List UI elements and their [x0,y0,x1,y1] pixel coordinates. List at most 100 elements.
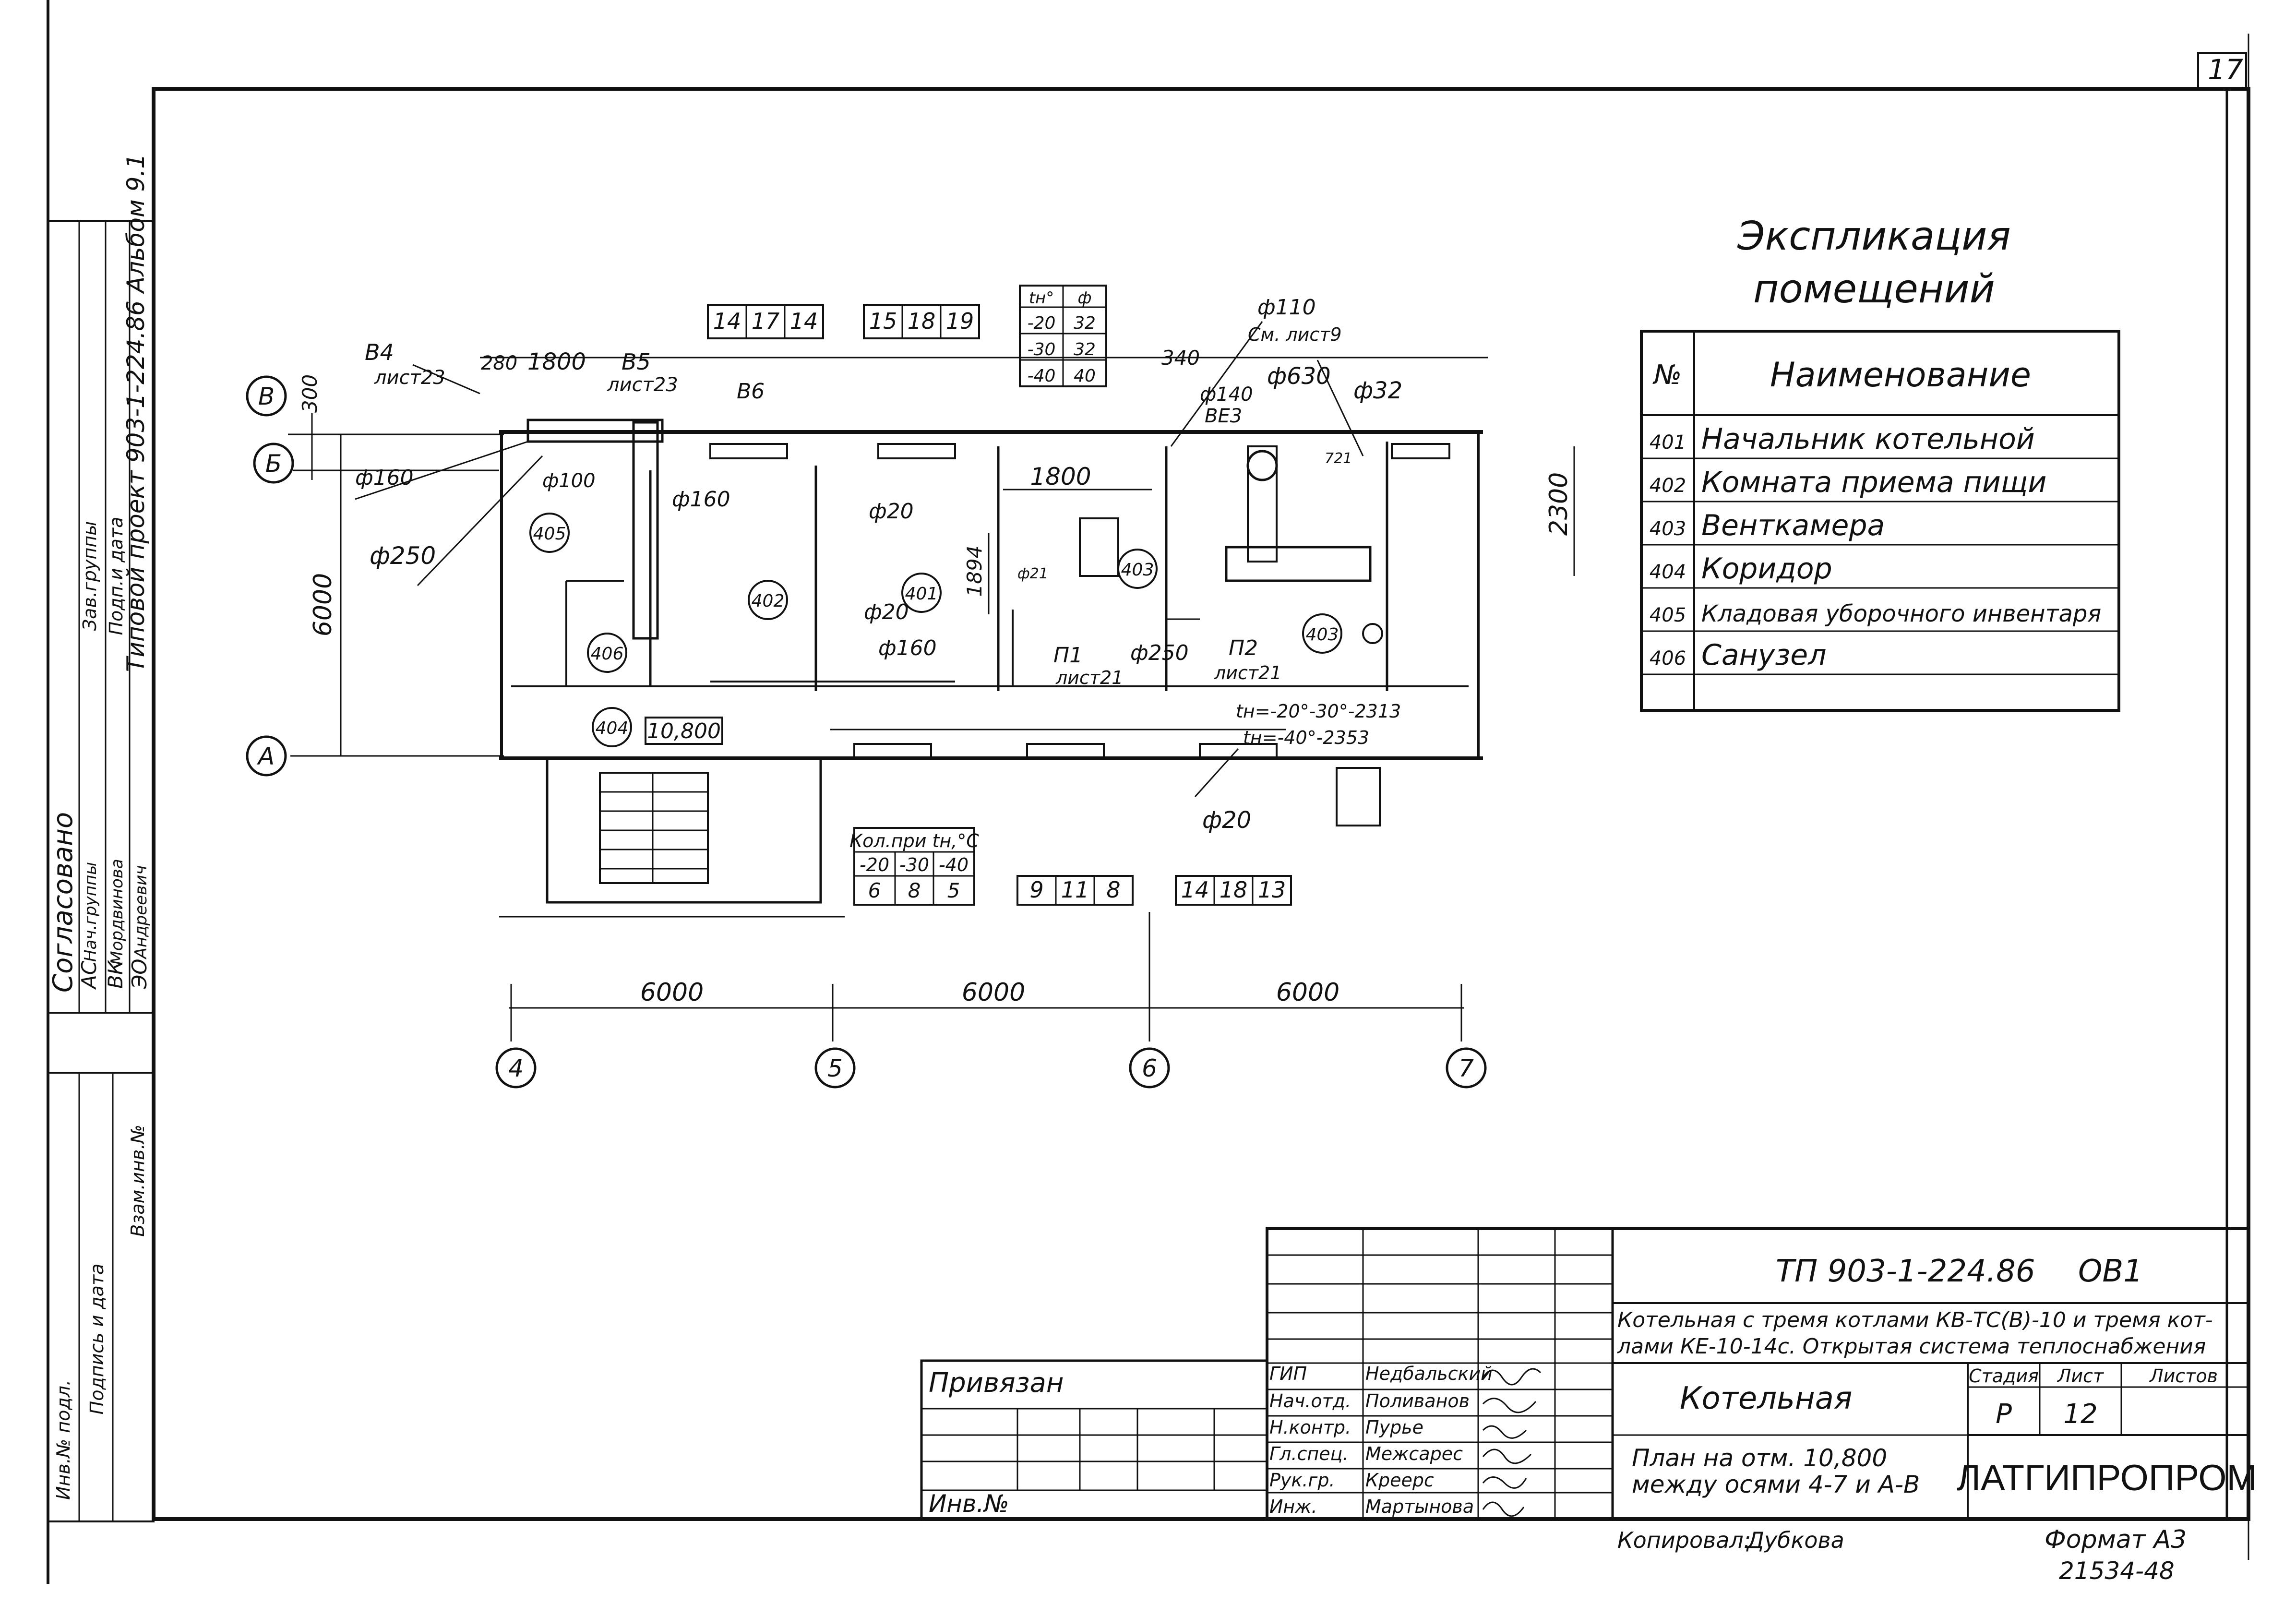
room-tag: 404 [596,718,629,738]
room-tag: 405 [533,524,566,544]
person-name: Межсарес [1365,1443,1463,1464]
kol-table-head: Кол.при tн,°С [849,830,979,851]
axis-label-row: А [257,742,275,770]
kol-table-temp: -20 [860,854,889,875]
explication-row-name: Комната приема пищи [1701,466,2046,499]
pipe-label-temp-2: tн=-40°-2353 [1243,727,1369,748]
sheets-label: Листов [2149,1365,2218,1387]
dimension-inner: 1894 [963,546,986,597]
agreed-row-1: АС [77,960,101,990]
count-stamp-cell: 14 [1181,877,1209,903]
explication-row-no: 406 [1650,647,1686,670]
signatures [1482,1368,1542,1517]
dimension-left: 6000 [309,573,337,636]
album-note: Типовой проект 903-1-224.86 Альбом 9.1 [122,154,150,672]
dimension-top: 1800 [527,348,586,375]
pipe-label-d250: ф250 [370,542,436,570]
pipe-label-b4: В4 [365,339,394,365]
pipe-label-d20: ф20 [864,600,909,624]
count-stamp-cell: 17 [752,308,780,334]
project-code: ТП 903-1-224.86 [1776,1254,2035,1289]
kol-table-value: 8 [908,879,921,902]
inv-label: Инв.№ [929,1490,1009,1518]
sheet-number: 12 [2063,1399,2097,1430]
pipe-label-d140: ф140 [1200,383,1253,406]
axis-label-col: 7 [1459,1054,1474,1082]
explication-col-no: № [1652,359,1682,391]
person-role: ГИП [1269,1363,1307,1384]
pipe-label-d110: ф110 [1257,295,1316,320]
agreed-row-3: ЭО [128,959,151,989]
kol-table [853,827,975,906]
dimension-inner: 1800 [1030,463,1091,491]
pipe-label-temp-1: tн=-20°-30°-2313 [1236,701,1401,722]
room-tag: 403 [1306,625,1339,645]
explication-row-no: 404 [1650,561,1686,583]
explication-row-no: 405 [1650,604,1686,626]
copied-label: Копировал: [1617,1527,1751,1553]
person-name: Недбальский [1365,1363,1493,1384]
pipe-label-b4-sheet: лист23 [374,367,445,389]
agreed-row-2: ВК [104,959,127,989]
temp-table-head: ф [1077,288,1091,308]
kol-table-temp: -30 [899,854,929,875]
stage-value: Р [1996,1399,2012,1430]
person-role: Инж. [1269,1496,1317,1517]
org-name: ЛАТГИПРОПРОМ [1957,1458,2257,1498]
pipe-label-b5: В5 [622,349,651,375]
count-stamp-cell: 18 [1220,877,1248,903]
pipe-label-ve3: ВЕ3 [1205,405,1242,427]
pipe-label-p2-sheet: лист21 [1214,662,1281,683]
agreed-role-3: Андреевич [132,865,151,960]
dimension-top: 340 [1161,346,1200,370]
agreed-title: Согласовано [48,812,79,993]
person-role: Н.контр. [1269,1417,1351,1438]
object-name: Котельная [1680,1381,1852,1416]
kol-table-value: 5 [947,879,960,902]
kol-table-temp: -40 [939,854,969,875]
project-description-1: Котельная с тремя котлами КВ-ТС(В)-10 и … [1617,1308,2213,1332]
kol-table-value: 6 [868,879,881,902]
person-name: Поливанов [1365,1390,1470,1412]
pipe-label-d630: ф630 [1267,363,1331,390]
format-label: Формат А3 [2045,1525,2187,1554]
temp-table-cell: -30 [1028,340,1056,359]
pipe-label-p1-sheet: лист21 [1055,667,1123,688]
drawing-title-2: между осями 4-7 и А-В [1632,1471,1920,1498]
count-stamp-cell: 11 [1061,877,1089,903]
explication-title-1: Экспликация [1737,214,2010,259]
dimension-right: 2300 [1544,472,1573,536]
dimension-top: 280 [481,352,517,374]
archive-number: 21534-48 [2059,1557,2175,1585]
explication-row-name: Начальник котельной [1701,422,2035,456]
pipe-label-d32: ф32 [1353,377,1402,404]
stamp-vert-mid: Подп.и дата [106,517,127,635]
stage-label: Стадия [1969,1365,2039,1387]
room-tags [529,513,1342,747]
pipe-label-b6: В6 [737,379,765,404]
dimension-left-top: 300 [298,374,322,413]
stamp-col-sign: Подпись и дата [86,1264,108,1415]
pipe-label-d160: ф160 [672,487,730,512]
temp-table-cell: 40 [1074,366,1096,386]
drawing-title-1: План на отм. 10,800 [1632,1444,1887,1472]
pipe-label-small: ф21 [1017,565,1048,582]
explication-row-no: 401 [1650,431,1686,454]
explication-row-name: Коридор [1701,552,1832,586]
stamp-vert-top: Зав.группы [79,521,100,631]
temp-table-cell: 32 [1074,313,1096,333]
axis-label-col: 4 [508,1054,524,1082]
elevation-box [645,717,723,745]
pipe-label-small: 721 [1325,450,1352,467]
explication-row-no: 402 [1650,475,1686,497]
pipe-label-d250: ф250 [1130,641,1189,665]
room-tag: 401 [905,584,938,604]
temp-table-cell: -20 [1028,313,1056,333]
temp-diameter-table [1019,285,1107,387]
temp-table-cell: 32 [1074,340,1096,359]
count-stamp-cell: 13 [1258,877,1286,903]
agreed-role-2: Мордвинова [108,859,127,965]
person-name: Пурье [1365,1417,1423,1438]
page-number: 17 [2208,53,2243,86]
